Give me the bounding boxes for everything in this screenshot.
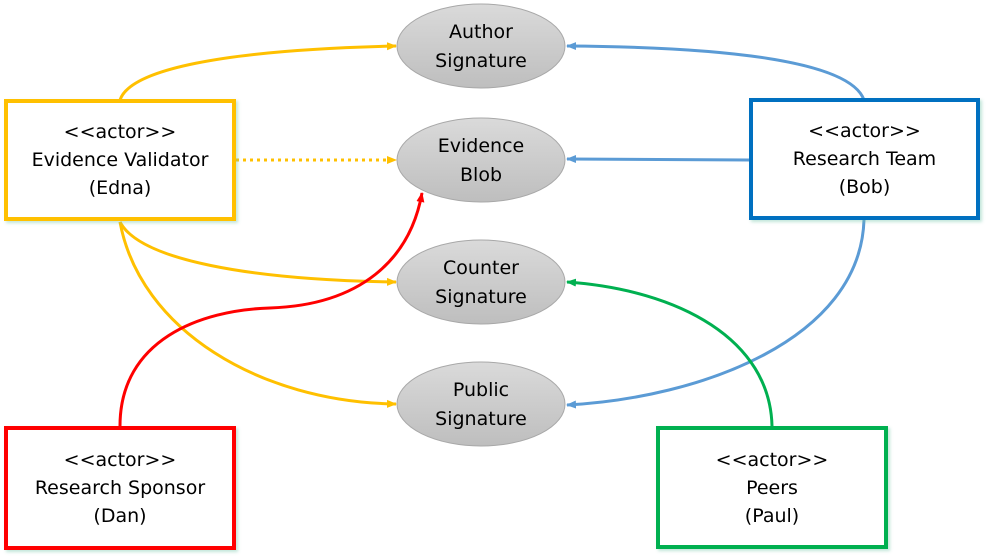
actor-name: (Dan) [93,505,147,527]
use-case-evidence-blob: Evidence Blob [396,117,566,203]
use-case-counter-signature: Counter Signature [396,239,566,325]
actor-stereotype: <<actor>> [715,448,829,471]
use-case-label: Public [453,379,509,401]
use-case-label: Signature [435,408,527,430]
actor-role: Peers [746,476,798,499]
use-case-public-signature: Public Signature [396,361,566,447]
connector-edna-author [118,42,397,101]
connector-edna-counter [118,221,397,286]
connector-edna-public [118,221,397,408]
use-case-author-signature: Author Signature [396,3,566,89]
actor-stereotype: <<actor>> [808,120,921,142]
actor-stereotype: <<actor>> [63,121,177,143]
use-case-label: Counter [443,257,519,279]
use-case-label: Evidence [438,135,524,157]
actor-research-sponsor: <<actor>> Research Sponsor (Dan) [4,426,236,550]
use-case-label: Signature [435,50,527,72]
actor-name: (Paul) [744,504,800,527]
connector-bob-evidence [566,155,750,164]
use-case-label: Signature [435,286,527,308]
actor-evidence-validator: <<actor>> Evidence Validator (Edna) [4,99,236,221]
actor-research-team: <<actor>> Research Team (Bob) [749,98,980,220]
actor-peers: <<actor>> Peers (Paul) [656,426,888,549]
connector-bob-author [566,42,866,101]
actor-role: Research Sponsor [34,477,206,499]
actor-name: (Edna) [88,177,152,199]
connector-dan-evidence [118,192,425,427]
actor-stereotype: <<actor>> [63,449,177,471]
actor-name: (Bob) [838,176,891,198]
connector-bob-public [566,219,866,409]
actor-role: Research Team [792,148,937,170]
use-case-label: Author [449,21,513,43]
actor-role: Evidence Validator [31,149,209,171]
connector-paul-counter [566,278,774,427]
use-case-label: Blob [460,164,502,186]
